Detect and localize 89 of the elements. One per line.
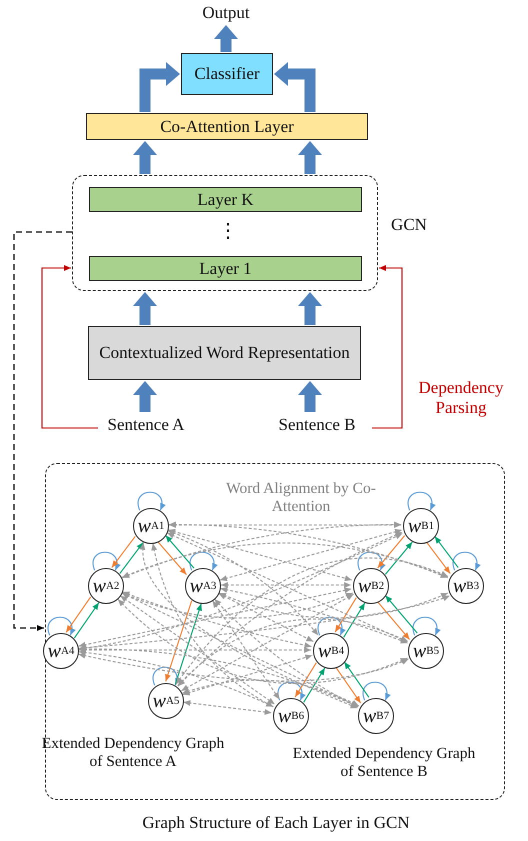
sentence-label: Sentence B [262,413,372,437]
ellipsis-dots: ⋮ [218,219,232,244]
output-label: Output [198,2,254,24]
arrow [166,532,408,643]
arrow [220,586,408,644]
block-arrow [298,381,322,412]
arrow [13,231,72,631]
arrow [434,536,459,568]
group-title: GCN [390,214,428,236]
arrow [178,532,403,687]
block-arrow [133,141,157,174]
arrow [176,558,448,684]
self-loop-arrow [92,552,120,570]
arrow [165,534,194,568]
block-arrow [133,381,157,412]
arrow [111,536,136,568]
arrow [214,598,358,708]
arrow [120,595,276,705]
arrow [74,602,100,638]
arrow [168,530,319,636]
arrow [212,600,280,700]
arrow [122,542,448,578]
arrow [118,598,408,684]
self-loop-arrow [152,666,180,686]
arrow [377,535,406,568]
arrow [218,592,314,642]
sentence-label: Sentence A [98,413,194,437]
arrow [385,595,418,634]
annotation-text: Extended Dependency Graph of Sentence A [40,735,226,772]
arrow [336,667,362,704]
layer-box: Layer 1 [89,256,362,281]
arrow [426,542,451,574]
group-title: Graph Structure of Each Layer in GCN [141,812,411,834]
arrow [158,542,187,576]
self-loop-arrow [452,552,480,570]
annotation-text: Word Alignment by Co-Attention [226,480,376,517]
self-loop-arrow [48,616,76,636]
arrow [79,595,450,651]
arrow [78,647,312,653]
arrow [294,662,317,698]
arrow [122,522,402,578]
arrow [122,591,312,648]
arrow [220,528,402,582]
representation-box: Contextualized Word Representation [88,326,361,380]
self-loop-arrow [190,552,218,570]
arrow [151,543,274,708]
arrow [41,265,98,429]
arrow [377,602,410,640]
arrow [168,522,448,578]
self-loop-arrow [412,616,440,636]
arrow [182,654,312,696]
block-arrow [298,292,322,325]
arrow [343,602,366,638]
arrow [220,582,352,588]
layer-box: Co-Attention Layer [86,113,368,140]
arrow [182,680,359,706]
arrow [174,604,202,685]
arrow [119,542,144,574]
classifier-box: Classifier [181,53,273,95]
self-loop-arrow [318,616,346,636]
self-loop-arrow [138,492,166,510]
arrow [78,652,409,682]
arrow [78,532,403,651]
arrow [78,650,274,708]
arrow [218,592,448,618]
block-arrow [298,141,322,174]
self-loop-arrow [362,682,390,700]
arrow [140,542,358,709]
self-loop-arrow [408,492,436,510]
arrow [384,542,413,575]
layer-box: Layer K [89,187,362,212]
arrow [78,587,352,648]
arrow [183,700,272,715]
arrow [372,265,403,429]
arrow [177,618,408,686]
arrow [168,528,352,582]
self-loop-arrow [358,552,386,570]
arrow [79,646,358,708]
block-arrow [133,292,157,325]
block-arrow [214,25,238,52]
arrow [66,596,92,633]
self-loop-arrow [278,682,306,700]
arrow [344,662,370,698]
arrow [303,668,326,703]
arrow [165,600,192,682]
arrow [168,522,402,528]
arrow [334,597,357,632]
annotation-text: Extended Dependency Graph of Sentence B [292,745,476,782]
arrow [181,594,354,692]
